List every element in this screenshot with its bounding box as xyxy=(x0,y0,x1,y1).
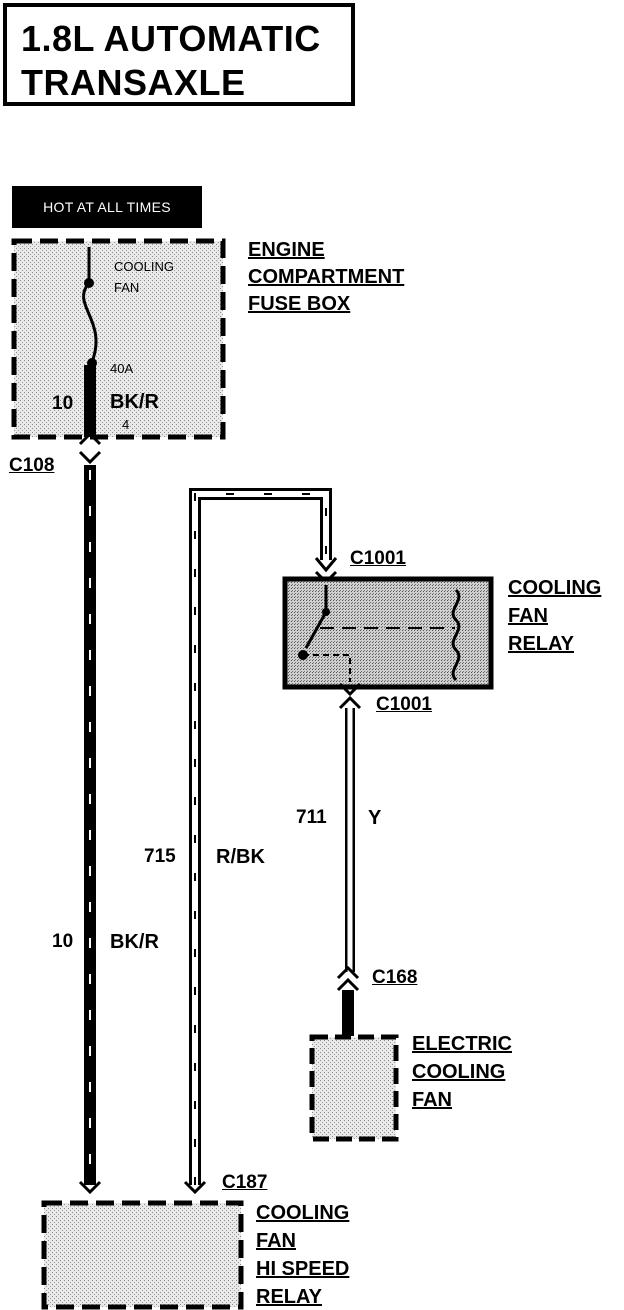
wire-715-circuit: 715 xyxy=(144,846,176,867)
connector-c168-label: C168 xyxy=(372,967,418,988)
fuse-box-wire-gauge: 10 xyxy=(52,393,74,414)
connector-c108-label: C108 xyxy=(9,455,55,476)
connector-c1001-top-label: C1001 xyxy=(350,548,406,569)
fuse-rating: 40A xyxy=(110,361,134,376)
fuse-name-line-1: COOLING xyxy=(114,259,174,274)
fuse-box-name-line-3: FUSE BOX xyxy=(248,293,351,315)
hi-speed-relay-name-line-3: HI SPEED xyxy=(256,1258,350,1280)
fan-box-outline xyxy=(309,1034,399,1142)
relay-name-line-1: COOLING xyxy=(508,577,602,599)
connector-c1001-bottom-label: C1001 xyxy=(376,694,432,715)
title-line-1: 1.8L AUTOMATIC xyxy=(21,18,321,59)
wire-711-circuit: 711 xyxy=(296,807,327,828)
fan-name-line-2: COOLING xyxy=(412,1061,506,1083)
connector-c187-symbol xyxy=(78,1180,207,1195)
hi-speed-relay-name-line-4: RELAY xyxy=(256,1286,322,1308)
wire-711-color: Y xyxy=(368,807,382,829)
connector-c168-symbol xyxy=(336,965,360,1036)
wire-10-color: BK/R xyxy=(110,931,159,953)
fuse-box-name-line-1: ENGINE xyxy=(248,239,325,261)
hi-speed-relay-name-line-2: FAN xyxy=(256,1230,296,1252)
title-line-2: TRANSAXLE xyxy=(21,62,246,103)
wire-10-circuit: 10 xyxy=(52,931,74,952)
hi-speed-relay-name-line-1: COOLING xyxy=(256,1202,350,1224)
wire-r-bk-715 xyxy=(189,488,332,1185)
fuse-box-outline xyxy=(11,238,226,440)
hot-at-all-times-banner: HOT AT ALL TIMES xyxy=(12,186,202,228)
hi-speed-relay-box-outline xyxy=(41,1200,244,1310)
wire-715-color: R/BK xyxy=(216,846,265,868)
relay-name-line-3: RELAY xyxy=(508,633,574,655)
fan-name-line-1: ELECTRIC xyxy=(412,1033,512,1055)
fan-name-line-3: FAN xyxy=(412,1089,452,1111)
fuse-name-line-2: FAN xyxy=(114,280,140,295)
connector-c1001-bottom-symbol xyxy=(338,682,362,710)
relay-name-line-2: FAN xyxy=(508,605,548,627)
relay-internals xyxy=(298,585,461,682)
connector-c108-symbol xyxy=(78,431,102,465)
fuse-box-name-line-2: COMPARTMENT xyxy=(248,266,405,288)
title-box: 1.8L AUTOMATIC TRANSAXLE xyxy=(3,3,355,106)
fuse-box-wire-color: BK/R xyxy=(110,391,159,413)
connector-c187-label: C187 xyxy=(222,1172,268,1193)
fuse-pin-number: 4 xyxy=(122,417,130,432)
